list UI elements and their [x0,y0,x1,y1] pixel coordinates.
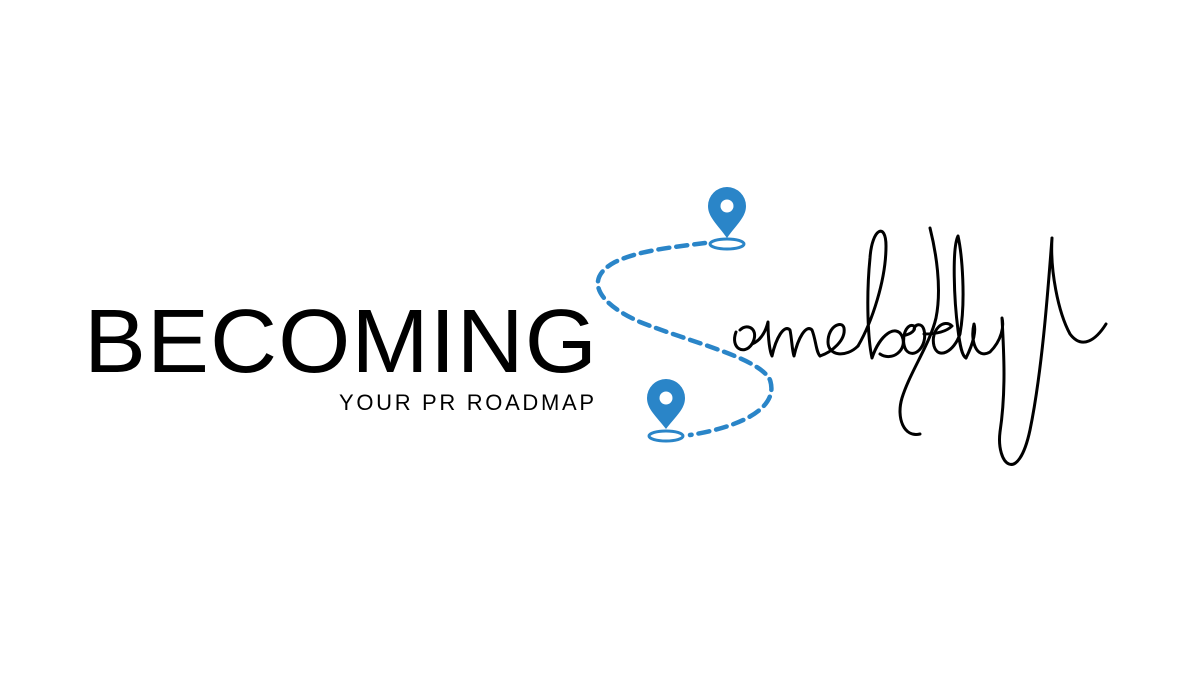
script-somebody [733,226,1108,466]
route-path [595,240,774,438]
tagline: YOUR PR ROADMAP [339,390,594,415]
map-pin-icon [708,187,746,251]
map-pin-icon [647,379,685,443]
word-becoming: BECOMING [84,292,598,392]
